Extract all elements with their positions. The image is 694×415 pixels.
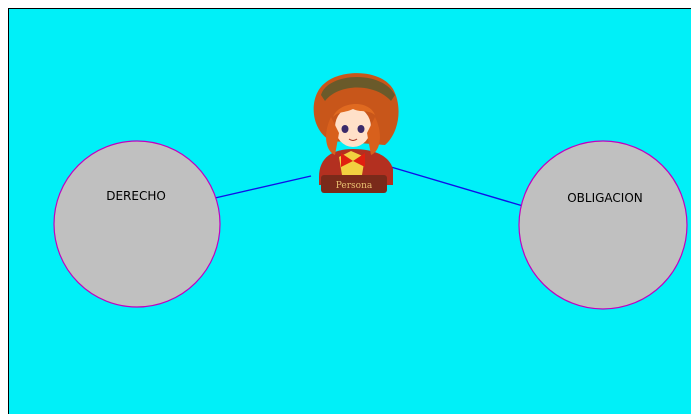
diagram-canvas: DERECHO OBLIGACION xyxy=(8,8,691,414)
edge-persona-derecho xyxy=(214,175,312,199)
node-obligacion[interactable]: OBLIGACION xyxy=(518,140,688,310)
node-obligacion-circle xyxy=(518,140,688,310)
persona-caption: Persona xyxy=(336,181,373,191)
persona-caption-plate xyxy=(321,175,387,193)
node-obligacion-label: OBLIGACION xyxy=(567,191,643,205)
node-derecho[interactable]: DERECHO xyxy=(53,140,221,308)
node-derecho-label: DERECHO xyxy=(106,189,166,203)
edge-persona-obligacion xyxy=(390,166,524,207)
concept-map: DERECHO OBLIGACION xyxy=(53,73,688,310)
anime-girl-mascot-icon[interactable]: Persona xyxy=(313,73,399,193)
node-derecho-circle xyxy=(53,140,221,308)
